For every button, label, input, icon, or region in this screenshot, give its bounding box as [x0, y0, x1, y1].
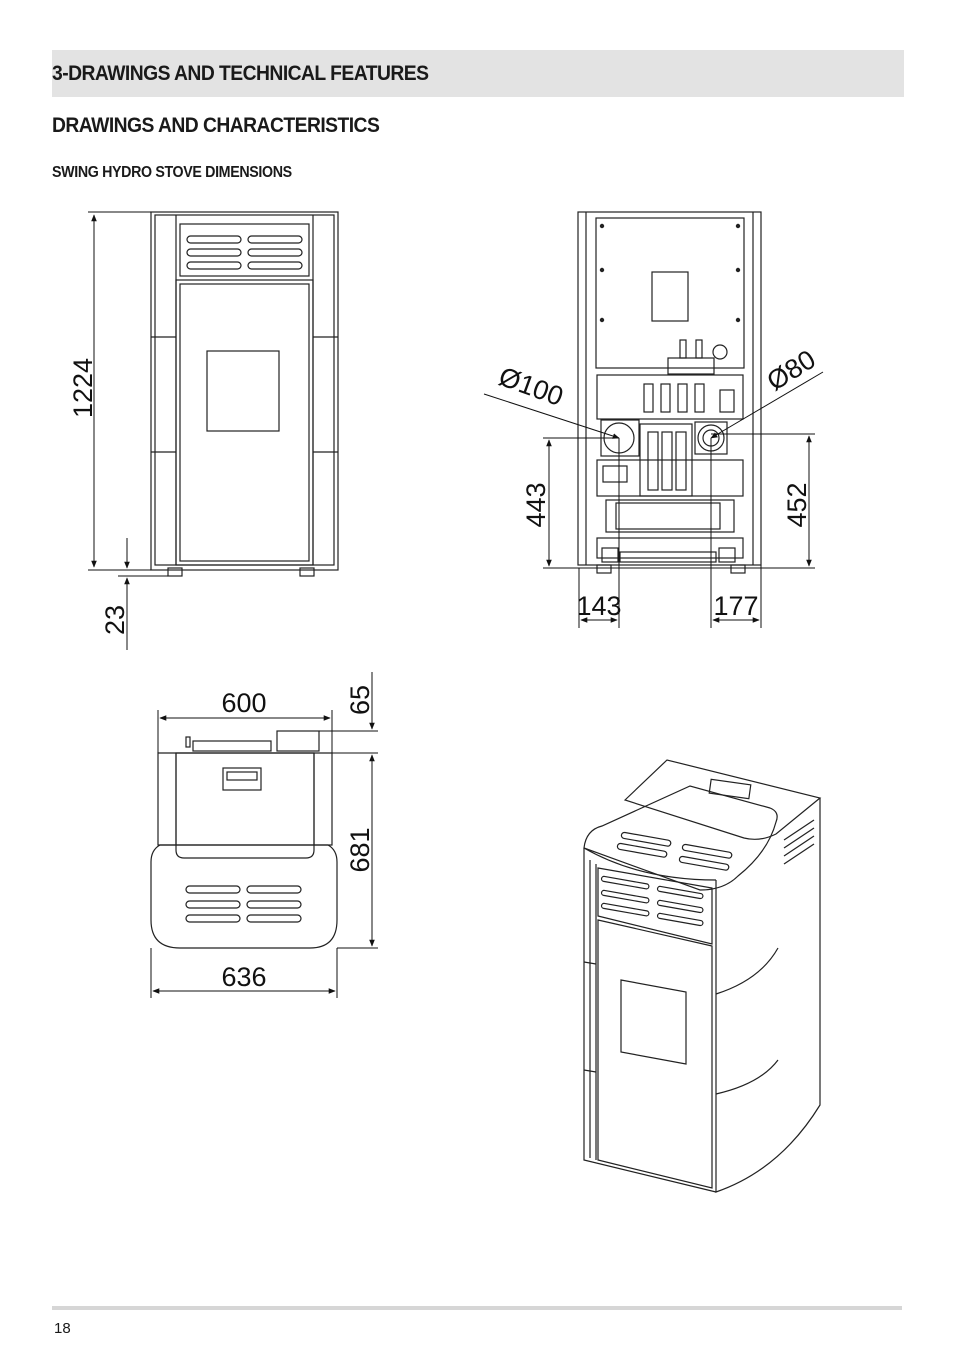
- top-view-dimension-lines: [150, 672, 378, 998]
- section-header-bar: 3-DRAWINGS AND TECHNICAL FEATURES: [52, 50, 904, 97]
- dimension-overall-width: 636: [221, 962, 266, 992]
- dimension-flue-diameter: Ø100: [495, 361, 567, 412]
- dimension-air-height: 452: [782, 482, 812, 527]
- dimension-air-diameter: Ø80: [762, 344, 821, 396]
- dimension-foot: 23: [100, 605, 130, 635]
- dimension-air-offset: 177: [713, 591, 758, 621]
- top-view-drawing: [150, 730, 338, 949]
- dimension-flue-offset: 143: [576, 591, 621, 621]
- page-number: 18: [54, 1320, 71, 1337]
- rear-view-drawing: [577, 211, 762, 574]
- rear-view-dimension-lines: [483, 371, 824, 628]
- front-view-drawing: [150, 211, 339, 577]
- footer-divider: [52, 1306, 902, 1310]
- front-view-dimension-lines: [88, 211, 168, 650]
- dimension-height: 1224: [68, 358, 98, 418]
- isometric-view-drawing: [583, 759, 822, 1193]
- page-subtitle: DRAWINGS AND CHARACTERISTICS: [52, 114, 380, 137]
- section-title: 3-DRAWINGS AND TECHNICAL FEATURES: [52, 62, 429, 85]
- dimension-flue-height: 443: [521, 482, 551, 527]
- dimension-depth: 681: [345, 827, 375, 872]
- dimension-top-width: 600: [221, 688, 266, 718]
- dimension-rear-depth: 65: [345, 685, 375, 715]
- figure-title: SWING HYDRO STOVE DIMENSIONS: [52, 164, 292, 181]
